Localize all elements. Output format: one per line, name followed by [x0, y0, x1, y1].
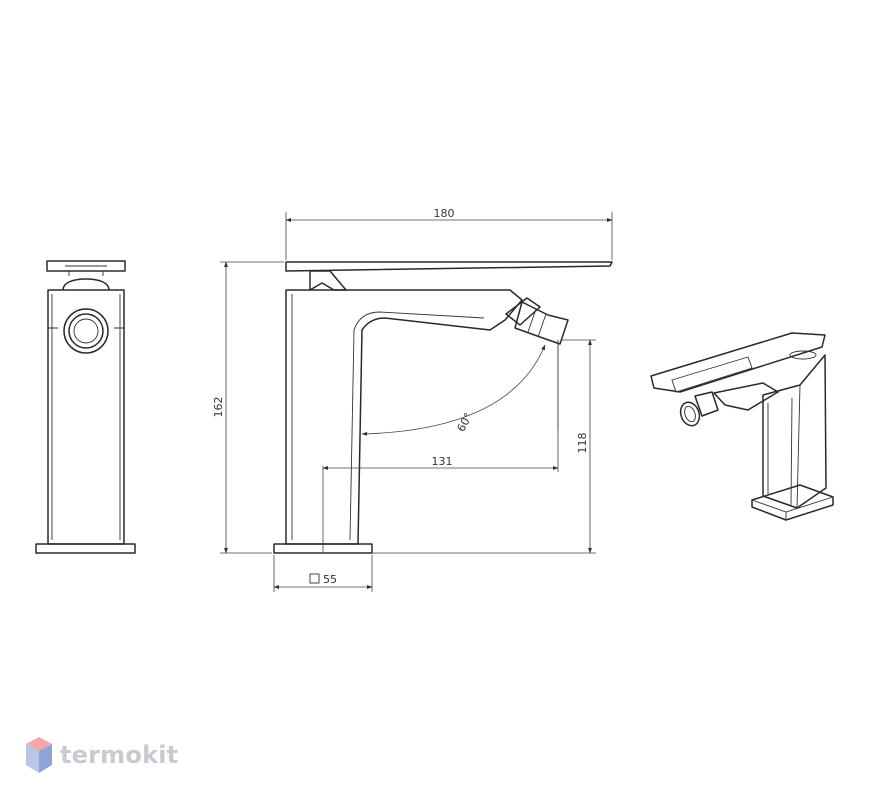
dim-spout-reach: 131	[432, 455, 453, 468]
dim-spout-height: 118	[576, 433, 589, 454]
dimensions: 180 162 118 131 60° 55	[212, 207, 613, 592]
front-view	[35, 260, 136, 554]
dim-base-size: 55	[323, 573, 337, 586]
dim-total-height: 162	[212, 397, 225, 418]
side-view	[273, 261, 613, 554]
isometric-view	[650, 332, 834, 521]
square-symbol-icon	[309, 573, 320, 584]
termokit-logo-icon	[26, 737, 52, 773]
brand-logo: termokit	[24, 735, 178, 775]
brand-name: termokit	[60, 741, 179, 769]
dim-total-length: 180	[434, 207, 455, 220]
